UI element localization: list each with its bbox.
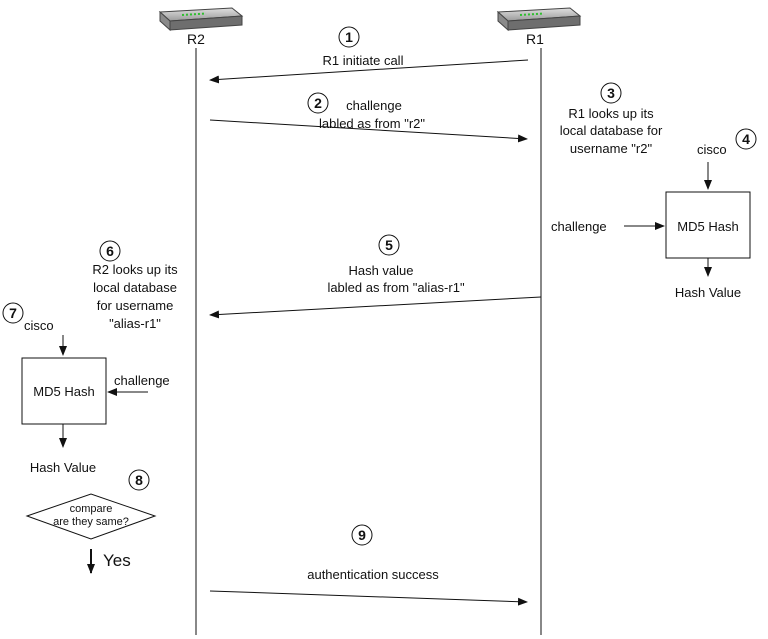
step-6-line4: "alias-r1": [109, 316, 161, 331]
r1-challenge-label: challenge: [551, 219, 607, 234]
r2-hash-value-label: Hash Value: [30, 460, 96, 475]
step-8-badge: 8: [128, 469, 150, 491]
step-3-line3: username "r2": [570, 141, 653, 156]
step-6-line3: for username: [97, 298, 174, 313]
router-r1-icon: [496, 7, 582, 32]
r2-md5-label: MD5 Hash: [33, 384, 94, 399]
step-2-badge: 2: [307, 92, 329, 114]
step-4-cisco-label: cisco: [697, 142, 727, 157]
step-6-number: 6: [106, 243, 114, 259]
step-9-number: 9: [358, 527, 366, 543]
step-9-badge: 9: [351, 524, 373, 546]
step-4-number: 4: [742, 131, 750, 147]
step-5-line2: labled as from "alias-r1": [327, 280, 465, 295]
step-5-number: 5: [385, 237, 393, 253]
step-1-badge: 1: [338, 26, 360, 48]
step-2-text-line1: challenge: [346, 98, 402, 113]
r1-hash-value-label: Hash Value: [675, 285, 741, 300]
arrow-hash-value: [209, 296, 542, 319]
router-r2-icon: [158, 7, 244, 32]
step-3-number: 3: [607, 85, 615, 101]
step-6-line1: R2 looks up its: [92, 262, 178, 277]
arrow-authentication-success: [209, 590, 528, 606]
step-4-badge: 4: [735, 128, 757, 150]
r2-challenge-label: challenge: [114, 373, 170, 388]
r1-md5-label: MD5 Hash: [677, 219, 738, 234]
step-9-text: authentication success: [307, 567, 439, 582]
step-5-badge: 5: [378, 234, 400, 256]
step-2-text-line2: labled as from "r2": [319, 116, 425, 131]
compare-diamond: [25, 493, 157, 540]
r1-md5-box: [665, 191, 751, 259]
arrow-challenge: [209, 119, 528, 143]
arrow-initiate-call: [209, 59, 529, 84]
step-1-text: R1 initiate call: [323, 53, 404, 68]
step-7-cisco-label: cisco: [24, 318, 54, 333]
step-7-number: 7: [9, 305, 17, 321]
r2-md5-box: [21, 357, 107, 425]
step-2-number: 2: [314, 95, 322, 111]
compare-diamond-line1: compare: [70, 503, 113, 515]
step-6-badge: 6: [99, 240, 121, 262]
step-3-line1: R1 looks up its: [568, 106, 654, 121]
step-3-line2: local database for: [560, 123, 663, 138]
step-3-badge: 3: [600, 82, 622, 104]
router-r2-label: R2: [187, 31, 205, 47]
step-7-badge: 7: [2, 302, 24, 324]
compare-diamond-line2: are they same?: [53, 516, 129, 528]
step-8-number: 8: [135, 472, 143, 488]
router-r1-label: R1: [526, 31, 544, 47]
step-5-line1: Hash value: [348, 263, 413, 278]
step-1-number: 1: [345, 29, 353, 45]
step-6-line2: local database: [93, 280, 177, 295]
compare-result-yes: Yes: [103, 551, 131, 570]
